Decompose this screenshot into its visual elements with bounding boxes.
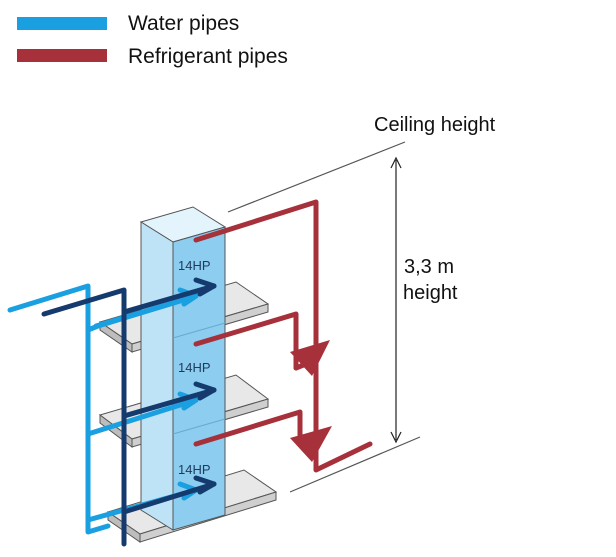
height-word-label: height	[403, 282, 458, 304]
ceiling-top-line	[227, 141, 406, 213]
height-arrow-bottom	[390, 431, 402, 444]
ceiling-bottom-line	[289, 436, 421, 493]
water-pipes-dark	[41, 277, 217, 547]
unit-label-top: 14HP	[178, 258, 211, 273]
refrigerant-junction-arrow-upper	[290, 340, 330, 376]
refrigerant-junction-arrow-lower	[290, 426, 332, 462]
height-value-label: 3,3 m	[404, 256, 455, 278]
legend-label-refrigerant: Refrigerant pipes	[128, 45, 288, 68]
unit-label-middle: 14HP	[178, 360, 211, 375]
unit-label-bottom: 14HP	[178, 462, 211, 477]
water-pipes-light	[7, 283, 199, 535]
refrigerant-pipes	[193, 199, 373, 473]
legend-label-water: Water pipes	[128, 12, 240, 35]
height-arrow-top	[390, 156, 402, 169]
legend-swatch-water	[17, 17, 107, 30]
ceiling-height-label: Ceiling height	[374, 114, 496, 136]
legend-swatch-refrigerant	[17, 49, 107, 62]
